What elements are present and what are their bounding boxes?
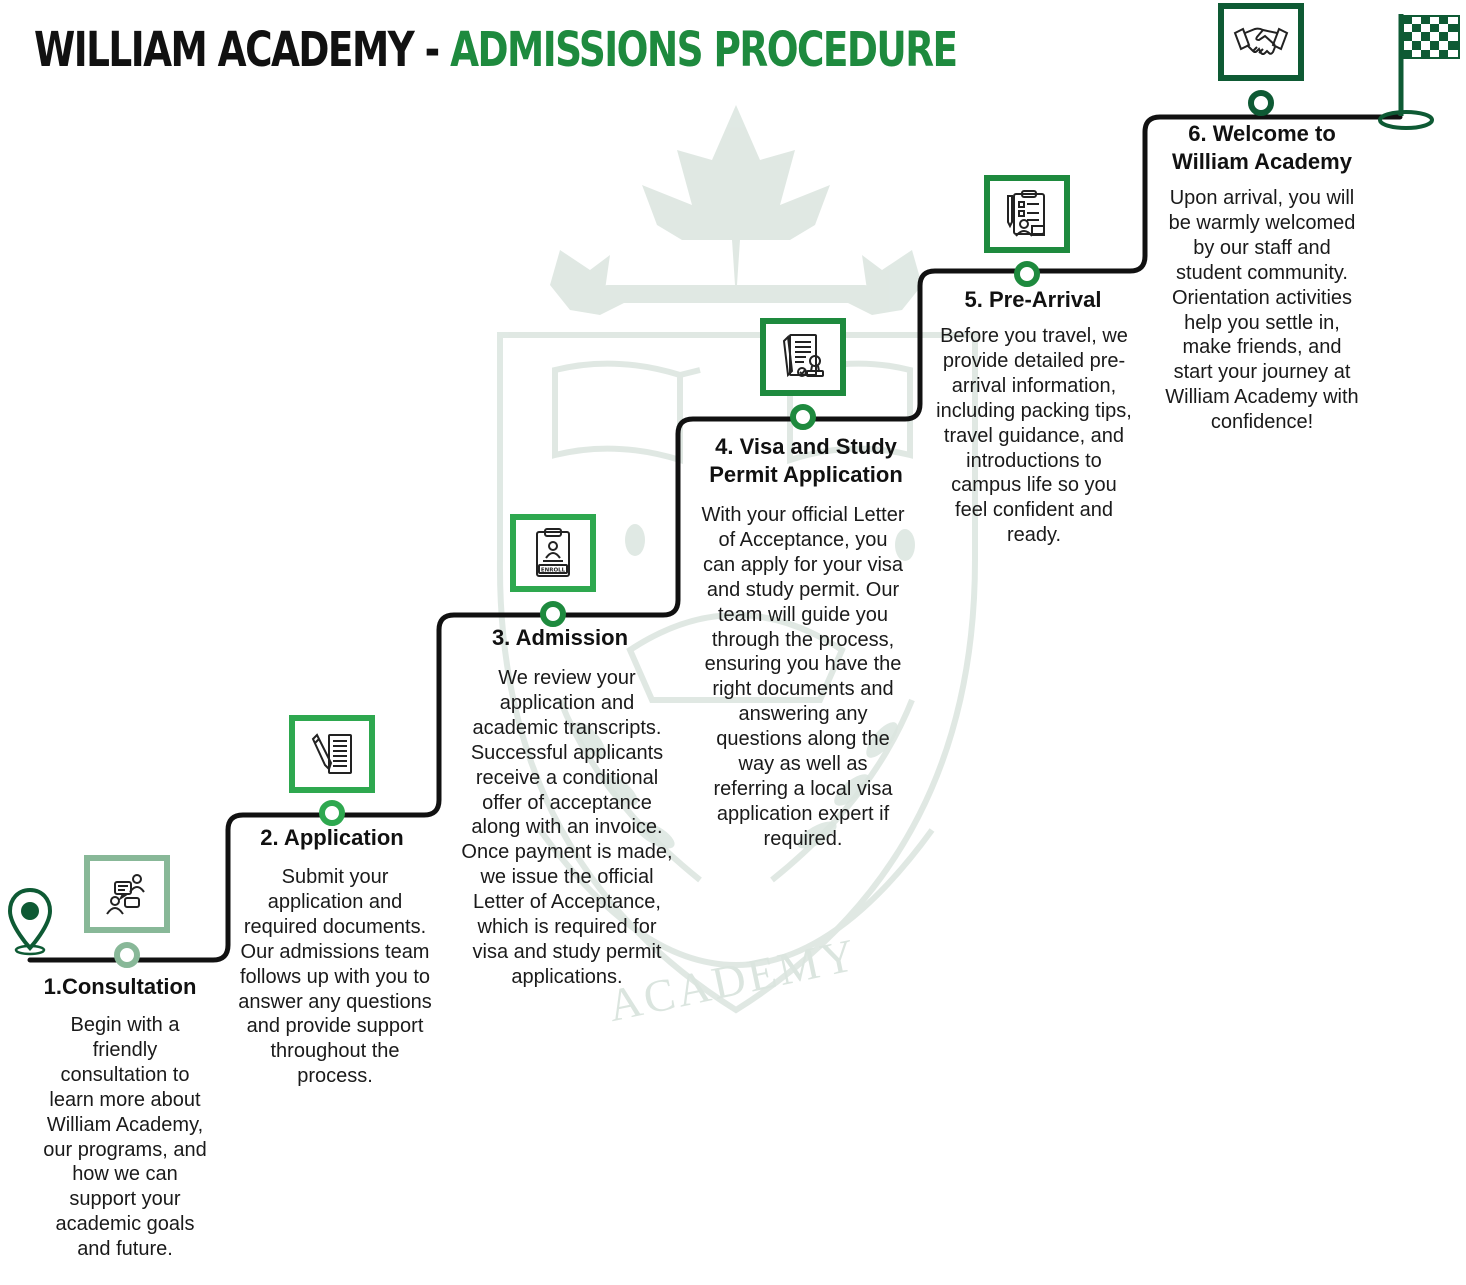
step-3-title: 3. Admission <box>491 625 629 650</box>
consultation-chat-icon <box>106 874 145 915</box>
step-1-node <box>114 942 140 968</box>
step-2-description: Submit your application and required doc… <box>238 866 432 1088</box>
visa-stamp-documents-icon <box>782 334 824 378</box>
step-4-node <box>790 404 816 430</box>
step-6-title: 6. Welcome to William Academy <box>1172 121 1352 174</box>
step-4-title: 4. Visa and Study Permit Application <box>709 434 903 487</box>
handshake-icon <box>1233 27 1289 55</box>
step-5-description: Before you travel, we provide detailed p… <box>936 325 1132 547</box>
step-6-node <box>1248 90 1274 116</box>
checkered-flag-icon <box>1378 14 1460 130</box>
step-3-description: We review your application and academic … <box>461 667 673 988</box>
step-2-title: 2. Application <box>260 825 404 850</box>
step-4-description: With your official Letter of Acceptance,… <box>701 504 905 850</box>
application-document-pen-icon <box>311 733 352 774</box>
step-1-title: 1.Consultation <box>43 974 197 999</box>
location-pin-icon <box>7 887 53 956</box>
step-2-icon-box <box>289 715 375 793</box>
step-5-node <box>1014 261 1040 287</box>
step-3-node <box>540 601 566 627</box>
step-6-description: Upon arrival, you will be warmly welcome… <box>1165 187 1359 434</box>
page-title: WILLIAM ACADEMY - ADMISSIONS PROCEDURE <box>34 22 958 80</box>
step-4-icon-box <box>760 318 846 396</box>
enroll-clipboard-icon: ENROLL <box>536 528 570 577</box>
step-2-node <box>319 800 345 826</box>
pre-arrival-checklist-icon <box>1007 190 1045 237</box>
title-separator: - <box>413 22 451 78</box>
step-5-icon-box <box>984 175 1070 253</box>
step-5-title: 5. Pre-Arrival <box>964 287 1102 312</box>
title-procedure: ADMISSIONS PROCEDURE <box>450 22 958 78</box>
step-6-icon-box <box>1218 3 1304 81</box>
step-1-description: Begin with a friendly consultation to le… <box>43 1014 207 1261</box>
step-1-icon-box <box>84 855 170 933</box>
enroll-stamp-label: ENROLL <box>541 568 566 574</box>
step-3-icon-box: ENROLL <box>510 514 596 592</box>
title-school-name: WILLIAM ACADEMY <box>34 22 415 78</box>
